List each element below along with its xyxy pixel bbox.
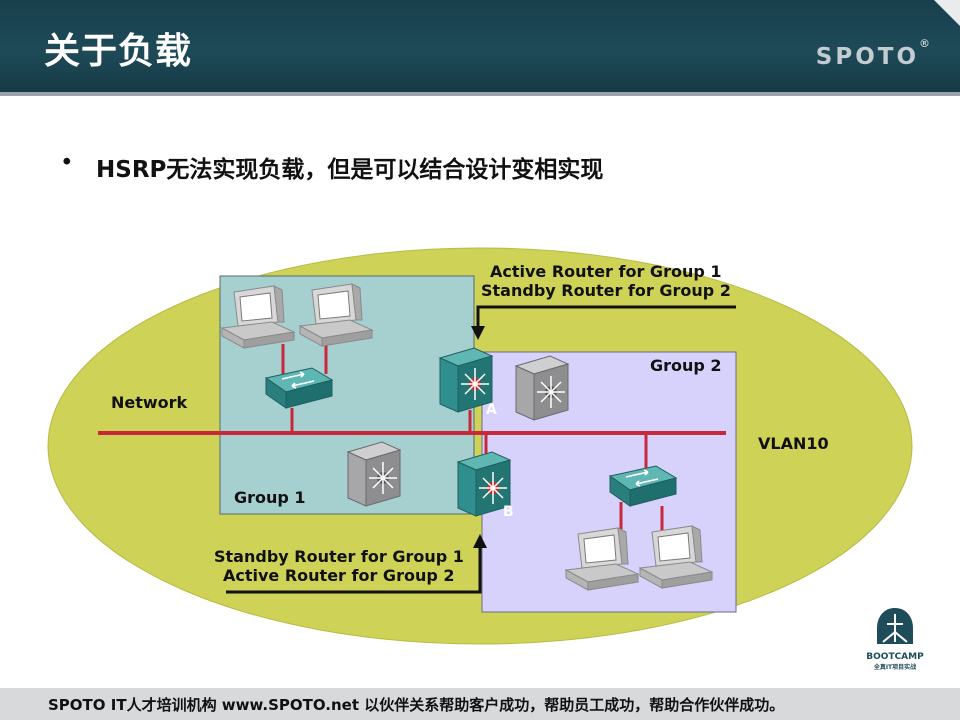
logo-registered-mark: ® [919,37,930,51]
vlan-label: VLAN10 [758,434,829,453]
arrow-bottom [226,546,482,594]
annotation-top-line2: Standby Router for Group 2 [481,281,731,300]
arrow-bottom-head [473,534,487,548]
router-a-label: A [486,402,497,418]
bullet-text: HSRP无法实现负载，但是可以结合设计变相实现 [96,157,604,183]
annotation-top-line1: Active Router for Group 1 [490,262,722,281]
annotation-bottom-line2: Active Router for Group 2 [223,566,455,585]
bootcamp-title: BOOTCAMP [866,652,924,662]
network-label: Network [111,393,188,412]
standby-router-icon [515,355,569,421]
bullet-dot: • [60,150,74,176]
footer-text: SPOTO IT人才培训机构 www.SPOTO.net 以伙伴关系帮助客户成功… [48,696,785,714]
annotation-bottom-line1: Standby Router for Group 1 [214,547,464,566]
standby-router-icon [347,441,401,507]
router-a-icon [439,347,493,413]
arrow-top [476,305,736,328]
slide-header [0,0,960,92]
arrow-top-head [471,326,485,340]
header-divider [0,92,960,96]
bootcamp-emblem-icon [877,608,913,644]
slide-footer: SPOTO IT人才培训机构 www.SPOTO.net 以伙伴关系帮助客户成功… [0,688,960,720]
spoto-logo: SPOTO® [815,37,930,70]
slide-title: 关于负载 [44,31,193,72]
corner-fold [934,0,960,26]
group2-label: Group 2 [650,356,722,375]
bootcamp-subtitle: 全真IT项目实战 [873,664,917,671]
router-b-label: B [503,504,514,520]
logo-text: SPOTO [815,44,919,70]
group1-label: Group 1 [234,488,306,507]
bootcamp-badge: BOOTCAMP 全真IT项目实战 [860,606,930,671]
